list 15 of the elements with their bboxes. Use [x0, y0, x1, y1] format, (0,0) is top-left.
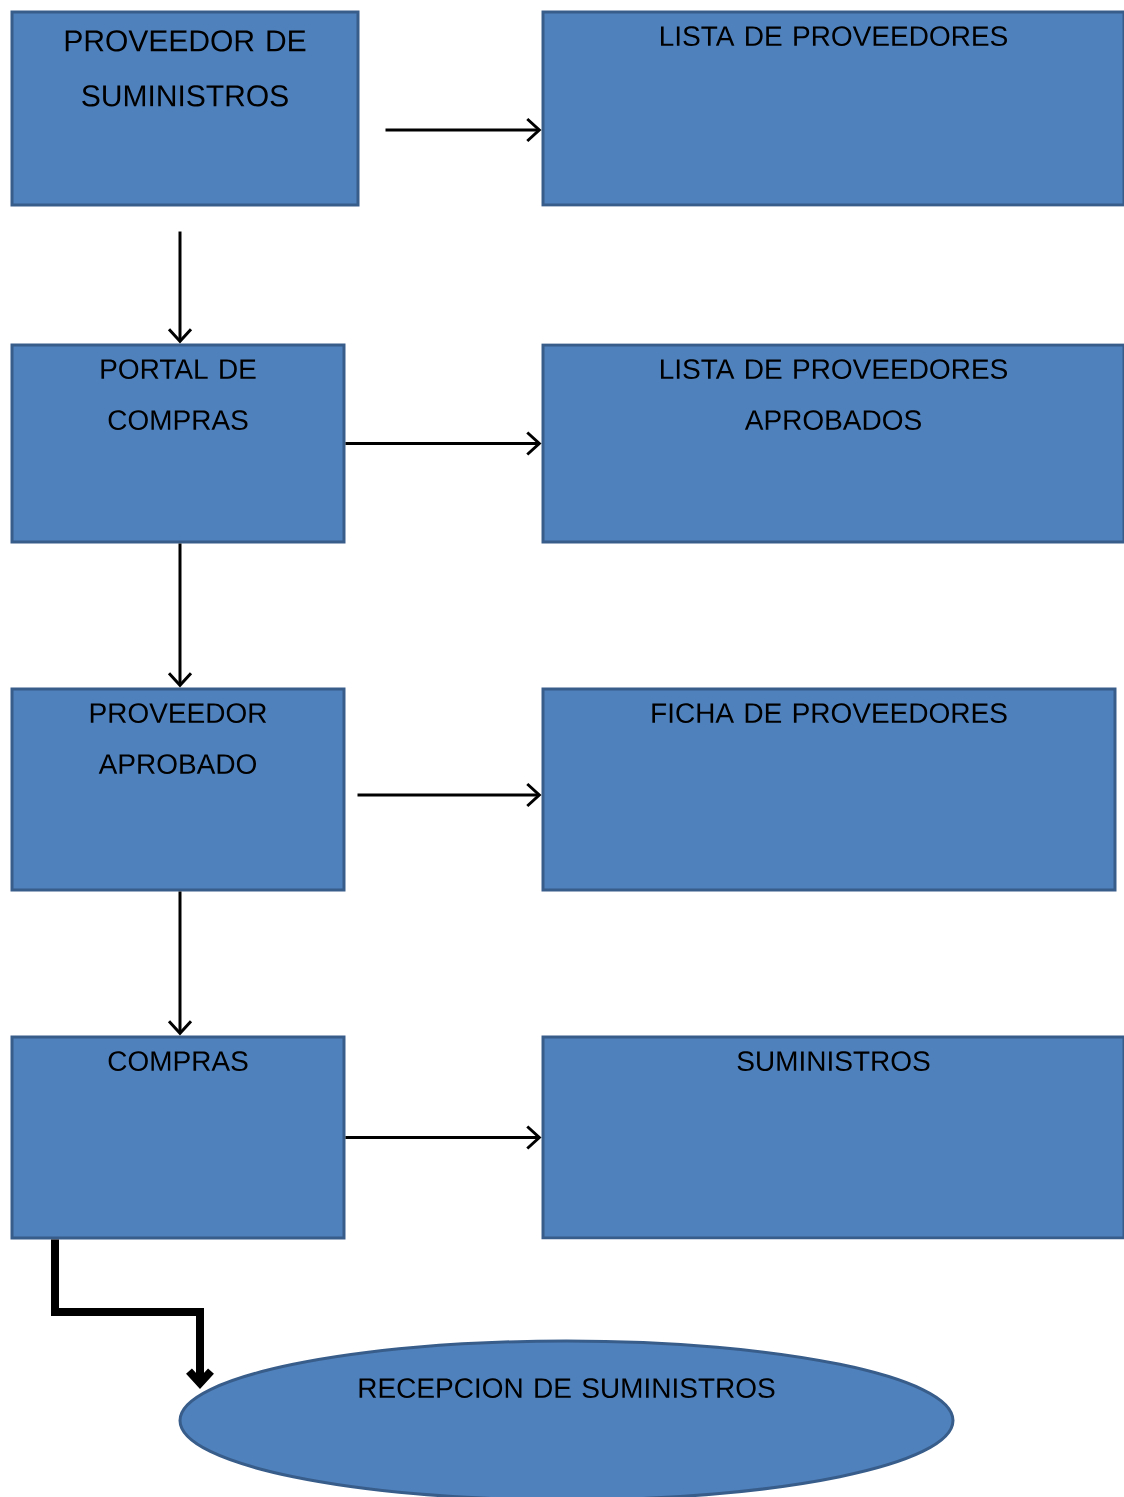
arrow: [345, 1125, 542, 1150]
arrow: [385, 117, 542, 143]
process-box: LISTA DE PROVEEDORES: [541, 10, 1124, 207]
arrow: [357, 782, 542, 808]
process-box: COMPRAS: [10, 1035, 346, 1240]
process-box: LISTA DE PROVEEDORES APROBADOS: [541, 343, 1124, 544]
process-box: PORTAL DE COMPRAS: [10, 343, 346, 544]
arrow: [167, 231, 193, 344]
arrow: [167, 891, 193, 1036]
arrow: [167, 543, 193, 688]
process-box: PROVEEDOR DE SUMINISTROS: [10, 10, 360, 207]
arrow: [345, 431, 542, 456]
process-box: SUMINISTROS: [541, 1035, 1124, 1240]
process-box: PROVEEDOR APROBADO: [10, 687, 346, 892]
process-box: FICHA DE PROVEEDORES: [541, 687, 1117, 892]
